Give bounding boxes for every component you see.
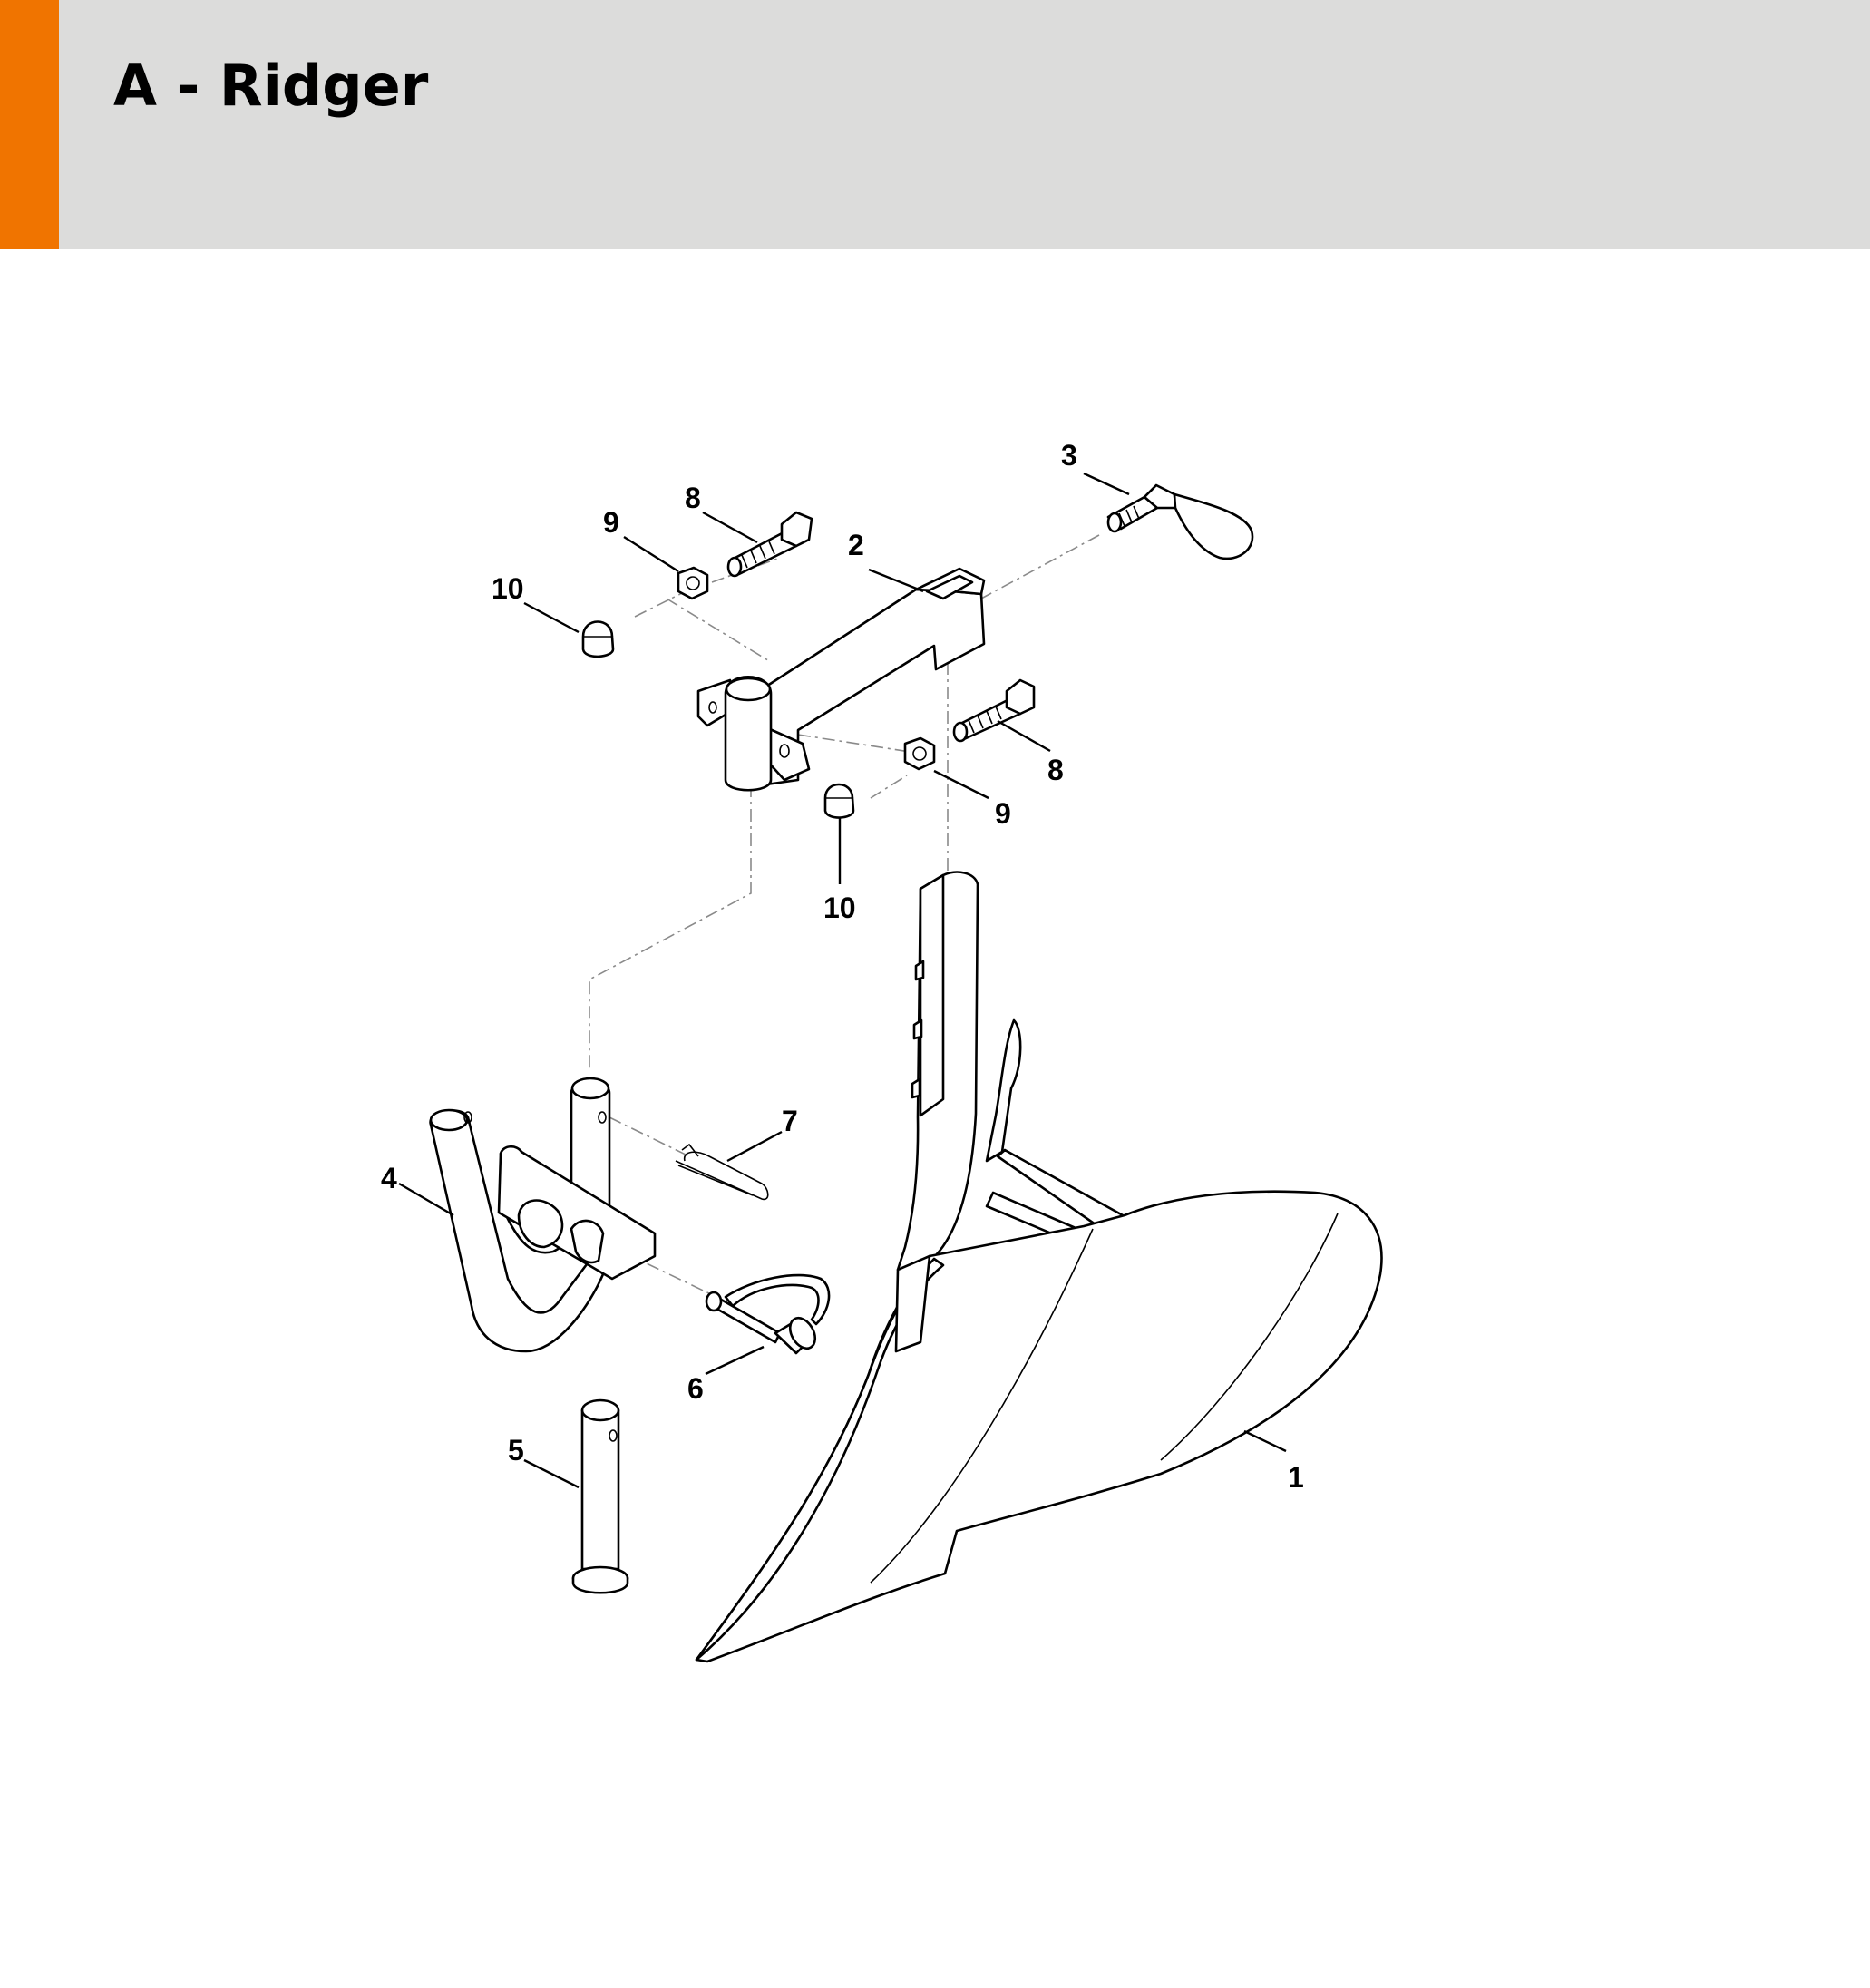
callouts: 1 2 3 4 5 6 7 8 8 9 9 10 10 bbox=[381, 439, 1304, 1494]
hex-nut-upper[interactable] bbox=[677, 566, 709, 600]
header-bar: A - Ridger bbox=[0, 0, 1870, 249]
callout-6: 6 bbox=[687, 1372, 704, 1405]
callout-10-upper: 10 bbox=[492, 572, 524, 605]
ridger-plough-body[interactable] bbox=[695, 871, 1383, 1663]
linch-pin[interactable] bbox=[705, 1273, 831, 1355]
bracket-arm[interactable] bbox=[696, 567, 986, 792]
cap-nut-upper[interactable] bbox=[581, 620, 615, 658]
callout-4: 4 bbox=[381, 1162, 397, 1194]
callout-1: 1 bbox=[1288, 1461, 1304, 1494]
callout-2: 2 bbox=[848, 529, 864, 561]
callout-8-lower: 8 bbox=[1047, 754, 1064, 786]
leader-lines bbox=[398, 472, 1287, 1489]
hitch-bracket[interactable] bbox=[429, 1077, 657, 1353]
callout-7: 7 bbox=[782, 1105, 798, 1137]
callout-3: 3 bbox=[1061, 439, 1077, 472]
callout-5: 5 bbox=[508, 1434, 524, 1467]
hitch-pin[interactable] bbox=[571, 1398, 629, 1594]
bolt-upper[interactable] bbox=[726, 511, 813, 578]
bolt-lower[interactable] bbox=[952, 678, 1036, 743]
callout-8-upper: 8 bbox=[685, 482, 701, 514]
cap-nut-lower[interactable] bbox=[823, 783, 855, 819]
r-clip[interactable] bbox=[675, 1143, 769, 1201]
accent-bar bbox=[0, 0, 59, 249]
crank-handle[interactable] bbox=[1106, 483, 1254, 560]
page-title: A - Ridger bbox=[113, 53, 429, 119]
callout-9-upper: 9 bbox=[603, 506, 619, 539]
hex-nut-lower[interactable] bbox=[903, 736, 936, 771]
callout-10-lower: 10 bbox=[823, 892, 856, 924]
callout-9-lower: 9 bbox=[995, 797, 1011, 830]
